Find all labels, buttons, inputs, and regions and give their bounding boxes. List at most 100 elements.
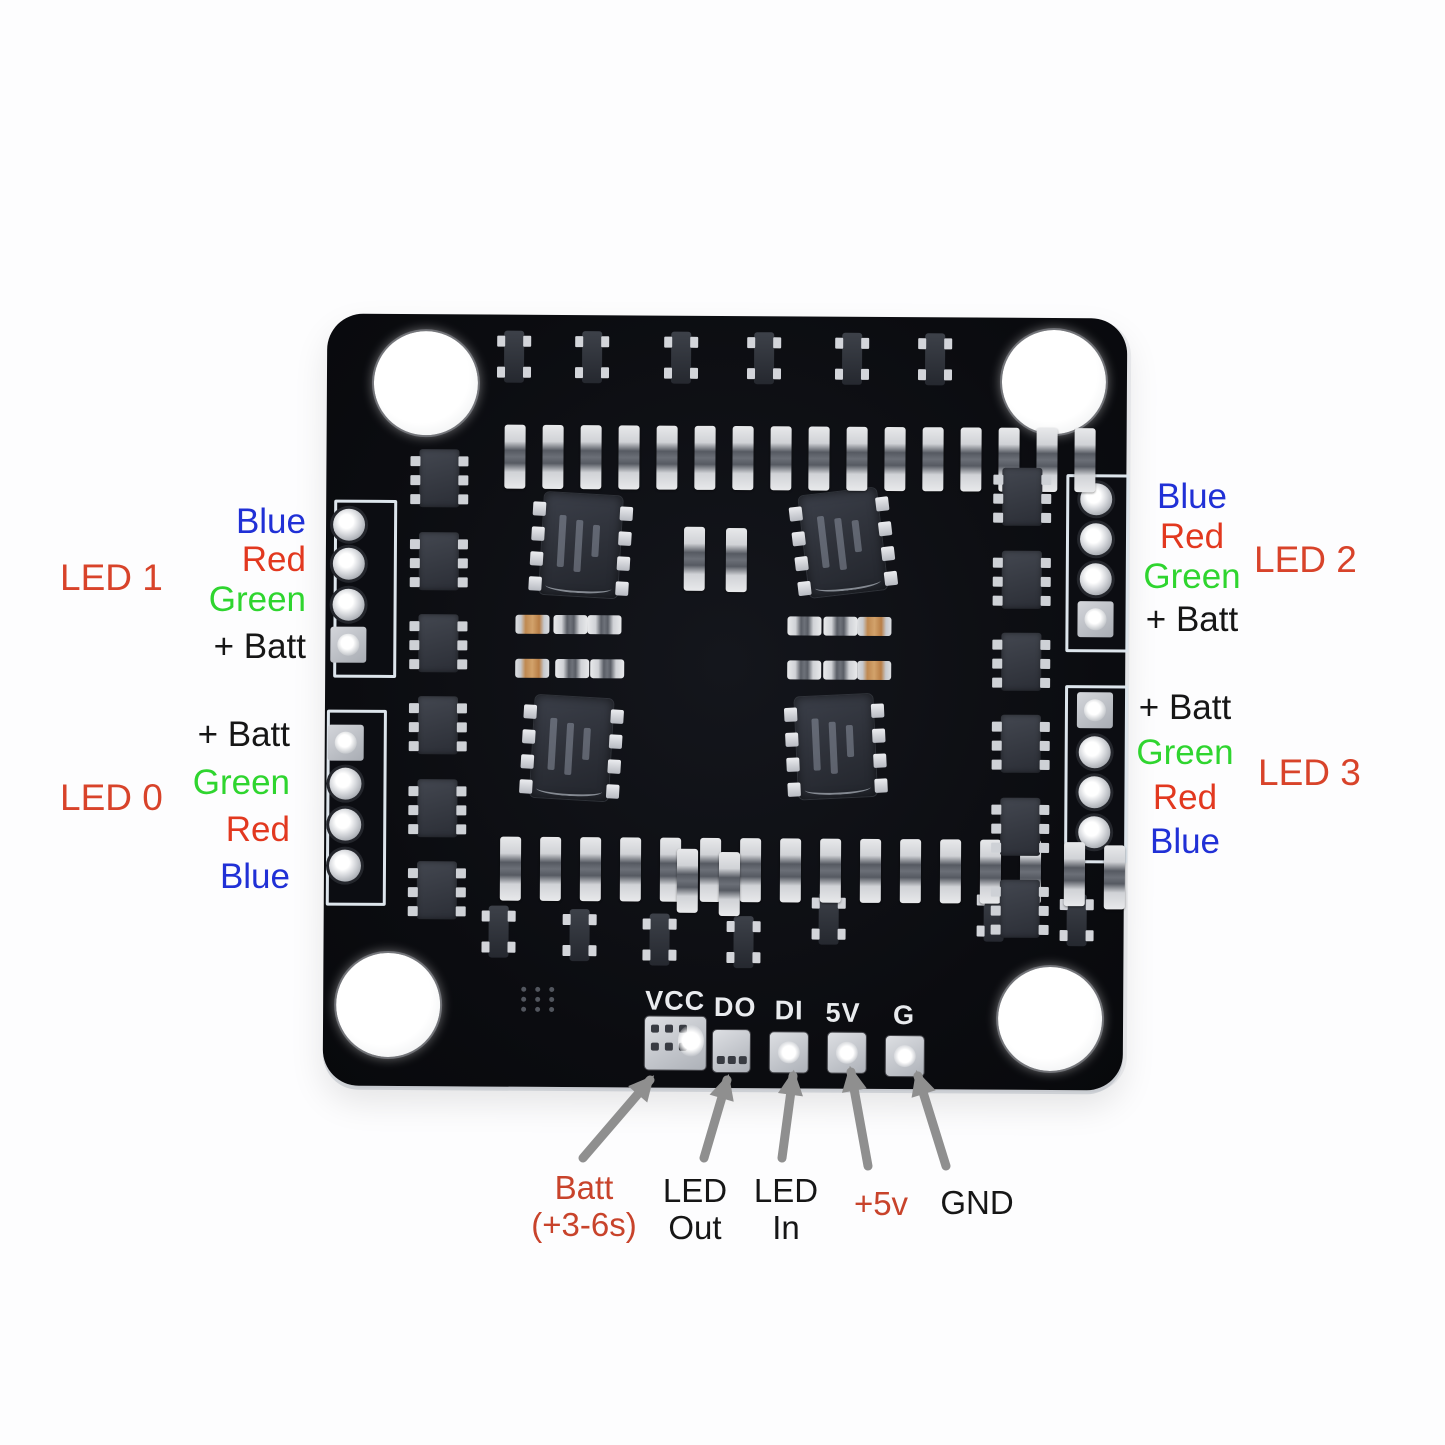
transistor-lead: [668, 918, 677, 930]
smd-ic: [408, 696, 467, 755]
annotation-led-out-line2: Out: [668, 1209, 722, 1246]
smd-ic-lead: [408, 805, 419, 816]
mounting-hole: [335, 952, 441, 1058]
ic-marking: [851, 519, 863, 553]
resistor: [859, 838, 882, 903]
smd-ic-lead: [407, 906, 418, 917]
5v-pad: [827, 1032, 866, 1073]
transistor-lead: [522, 366, 532, 378]
ic-lead: [797, 580, 812, 597]
transistor-lead: [835, 337, 844, 349]
do-pad-hole: [738, 1056, 747, 1065]
resistor: [587, 615, 622, 635]
smd-ic-lead: [455, 906, 466, 917]
transistor: [663, 331, 699, 384]
resistor: [787, 660, 822, 680]
vcc-pad-hole: [664, 1042, 673, 1051]
annotation-batt: Batt (+3-6s): [504, 1169, 664, 1243]
resistor: [884, 426, 906, 492]
led2-pin-label-red: Red: [1159, 517, 1225, 556]
smd-ic-lead: [1039, 823, 1050, 834]
resistor: [899, 839, 922, 904]
resistor: [939, 839, 962, 904]
smd-ic-lead: [1040, 639, 1051, 650]
resistor: [499, 836, 522, 901]
smd-ic-lead: [409, 577, 420, 588]
transistor-lead: [773, 337, 782, 349]
ic-marking: [547, 717, 558, 771]
ic-marking: [834, 517, 848, 571]
transistor: [481, 905, 516, 958]
ic-marking: [564, 722, 575, 776]
via-dot: [535, 996, 541, 1002]
solder-pad-square: [330, 626, 367, 663]
capacitor: [515, 614, 550, 634]
ic-lead: [520, 754, 535, 769]
resistor: [787, 616, 822, 636]
g-pad: [885, 1035, 924, 1077]
ic-lead: [874, 778, 888, 793]
smd-ic-lead: [456, 786, 467, 797]
smd-ic-lead: [409, 558, 420, 569]
smd-ic-lead: [991, 823, 1002, 834]
mounting-hole: [1001, 329, 1107, 435]
ic-chip: [528, 491, 634, 599]
annotation-led-out: LED Out: [615, 1172, 775, 1246]
arrow-batt-to-vcc: [578, 1075, 655, 1163]
smd-ic-lead: [992, 557, 1003, 568]
transistor-lead: [811, 897, 820, 909]
ic-lead: [873, 753, 887, 768]
ic-marking: [811, 718, 821, 771]
smd-ic-lead: [455, 868, 466, 879]
smd-ic: [407, 861, 466, 920]
ic-lead: [871, 728, 886, 743]
solder-pad-round: [329, 767, 362, 800]
transistor-lead: [663, 367, 673, 379]
ic-lead: [786, 757, 800, 772]
annotation-led-in-line1: LED: [753, 1172, 819, 1209]
ic-lead: [607, 759, 622, 774]
smd-ic-lead: [409, 539, 420, 550]
led0-pin-label-batt: + Batt: [197, 715, 290, 754]
capacitor: [515, 658, 550, 678]
solder-pad-round: [1079, 523, 1113, 556]
transistor-lead: [811, 928, 820, 940]
transistor-lead: [726, 921, 735, 933]
smd-ic-lead: [408, 786, 419, 797]
vcc-pad-hole: [650, 1024, 660, 1033]
do-pad-hole: [716, 1055, 725, 1065]
annotation-5v: +5v: [801, 1185, 961, 1222]
solder-pad-round: [332, 547, 365, 580]
transistor-lead: [481, 941, 490, 953]
transistor: [574, 331, 610, 384]
ic-lead: [783, 707, 798, 723]
transistor: [642, 913, 677, 966]
led0-pin-label-blue: Blue: [219, 857, 290, 896]
di-pad: [769, 1032, 808, 1073]
smd-ic: [992, 550, 1051, 609]
arrow-gnd-to-g-pad: [911, 1069, 951, 1171]
resistor: [676, 848, 699, 913]
smd-ic-lead: [1041, 512, 1052, 523]
transistor: [746, 332, 782, 385]
led2-pin-label-green: Green: [1143, 557, 1241, 596]
resistor: [694, 425, 716, 490]
smd-ic-lead: [458, 494, 469, 505]
smd-ic-lead: [457, 621, 468, 632]
led1-title: LED 1: [60, 557, 163, 598]
transistor-lead: [752, 952, 761, 964]
transistor: [834, 332, 870, 385]
smd-ic-lead: [993, 512, 1004, 523]
ic-lead: [785, 732, 799, 747]
resistor: [779, 838, 802, 903]
ic-lead: [883, 570, 899, 587]
smd-ic-lead: [457, 539, 468, 550]
smd-ic-lead: [992, 576, 1003, 587]
transistor-lead: [860, 368, 870, 380]
resistor: [922, 427, 944, 492]
smd-ic-lead: [1039, 842, 1050, 853]
ic-lead: [615, 581, 629, 596]
smd-ic-lead: [1040, 658, 1051, 669]
transistor-lead: [664, 336, 673, 348]
